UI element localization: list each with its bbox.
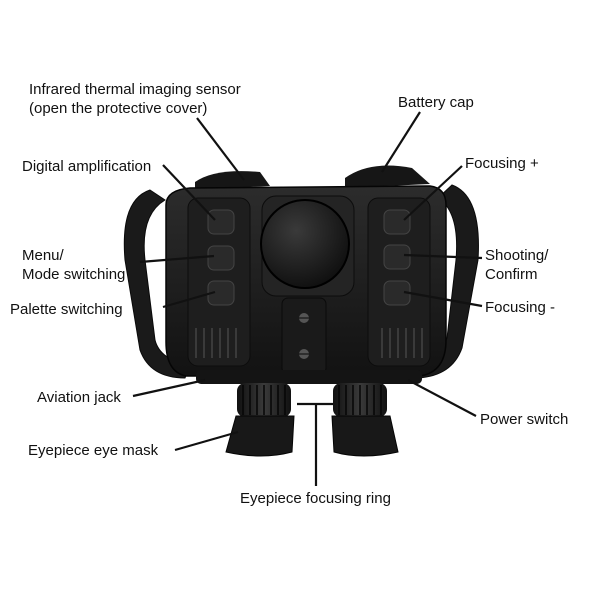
button-digital-amplification xyxy=(207,209,235,235)
leader-power-switch xyxy=(407,379,477,417)
label-power-switch: Power switch xyxy=(480,411,569,428)
top-left-bump xyxy=(195,171,270,190)
label-aviation-jack: Aviation jack xyxy=(37,389,121,406)
bottom-plate xyxy=(196,370,422,384)
leader-palette xyxy=(162,290,216,309)
sensor-cover xyxy=(260,199,350,289)
label-menu-line2: Mode switching xyxy=(22,266,126,283)
label-shooting-line1: Shooting/ xyxy=(485,247,549,264)
label-palette-switching: Palette switching xyxy=(10,301,123,318)
button-shooting xyxy=(383,244,411,270)
leader-menu xyxy=(139,254,215,264)
leader-battery-cap xyxy=(381,111,421,173)
button-menu xyxy=(207,245,235,271)
label-menu-line1: Menu/ xyxy=(22,247,64,264)
label-thermal-sensor: Infrared thermal imaging sensor (open th… xyxy=(29,80,241,118)
leader-shooting xyxy=(403,253,483,260)
label-eyepiece-focusing-ring: Eyepiece focusing ring xyxy=(240,490,391,507)
leader-thermal-sensor xyxy=(196,117,245,181)
left-eye-mask xyxy=(225,415,295,457)
label-thermal-sensor-line1: Infrared thermal imaging sensor xyxy=(29,81,241,98)
label-menu-mode: Menu/ Mode switching xyxy=(22,246,125,284)
label-shooting-confirm: Shooting/ Confirm xyxy=(485,246,548,284)
label-focusing-plus: Focusing + xyxy=(465,155,539,172)
battery-cap-shape xyxy=(345,165,430,188)
leader-focusing-minus xyxy=(403,290,483,308)
label-shooting-line2: Confirm xyxy=(485,266,538,283)
leader-aviation-jack xyxy=(132,378,206,398)
right-eye-mask xyxy=(331,415,399,457)
label-focusing-minus: Focusing - xyxy=(485,299,556,316)
label-battery-cap: Battery cap xyxy=(398,94,474,111)
leader-eye-mask xyxy=(174,430,239,452)
button-focusing-plus xyxy=(383,209,411,235)
leader-focusing-plus xyxy=(403,165,463,221)
label-eyepiece-eye-mask: Eyepiece eye mask xyxy=(28,442,159,459)
label-thermal-sensor-line2: (open the protective cover) xyxy=(29,100,208,117)
label-digital-amplification: Digital amplification xyxy=(22,158,152,175)
leader-digital-amplification xyxy=(162,164,216,221)
